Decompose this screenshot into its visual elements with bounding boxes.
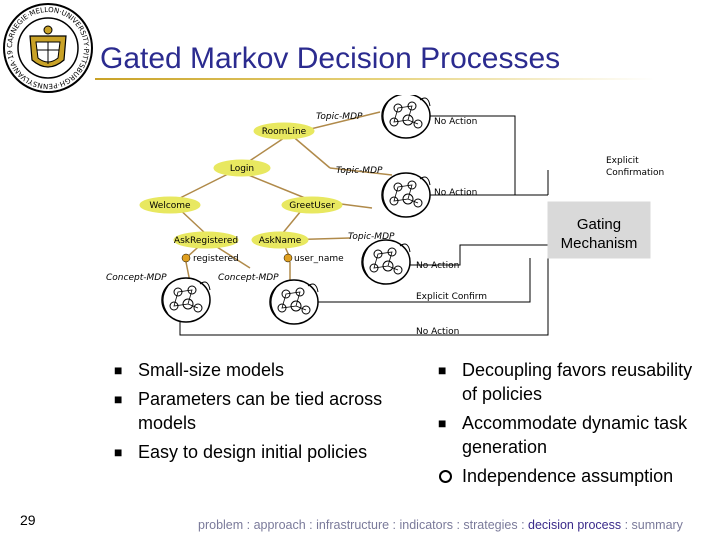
node-user-name: user_name [283,253,344,264]
svg-text:user_name: user_name [294,254,344,264]
no-action-label-1: No Action [434,117,477,127]
square-bullet-icon: ■ [438,362,447,378]
bullet-item: ■Parameters can be tied across models [114,389,383,433]
node-askregistered: AskRegistered [173,231,239,249]
bullet-item: ■Easy to design initial policies [114,442,368,462]
topic-mdp-diagram-3 [361,239,411,285]
node-roomline: RoomLine [253,122,315,140]
circle-bullet-icon [439,470,452,483]
concept-mdp-diagram-1 [161,277,211,323]
concept-mdp-label-2: Concept-MDP [218,273,279,283]
node-welcome: Welcome [139,196,201,214]
node-greetuser: GreetUser [281,196,343,214]
svg-text:Welcome: Welcome [149,201,191,211]
square-bullet-icon: ■ [438,415,447,431]
no-action-label-3: No Action [416,261,459,271]
node-login: Login [213,159,271,177]
footer-text-after: : summary [621,518,683,532]
node-askname: AskName [251,231,309,249]
svg-text:GreetUser: GreetUser [289,201,335,211]
explicit-confirmation-label-1: Explicit [606,156,639,166]
explicit-confirm-label: Explicit Confirm [416,292,487,302]
bullet-item: Independence assumption [438,464,708,488]
bullets-right: ■Decoupling favors reusability of polici… [438,358,708,488]
svg-text:registered: registered [193,254,239,264]
concept-mdp-label-1: Concept-MDP [106,273,167,283]
svg-text:AskRegistered: AskRegistered [174,236,238,246]
gating-flow [179,115,549,336]
gating-label-1: Gating [577,216,621,233]
bullets-left: ■Small-size models ■Parameters can be ti… [114,358,414,464]
footer-nav: problem : approach : infrastructure : in… [198,518,683,532]
concept-mdp-diagram-2 [269,279,319,325]
gating-mechanism-box [547,201,651,259]
topic-mdp-label-1: Topic-MDP [316,112,363,122]
svg-text:Login: Login [230,164,254,174]
node-registered: registered [181,253,239,264]
gated-mdp-diagram: Gating Mechanism Roo [106,95,664,337]
slide-title: Gated Markov Decision Processes [100,42,561,75]
gating-label-2: Mechanism [561,235,638,252]
svg-text:AskName: AskName [259,236,302,246]
bullet-item: ■Small-size models [114,360,285,380]
square-bullet-icon: ■ [114,444,123,460]
bullet-item: ■Accommodate dynamic task generation [438,413,688,457]
topic-mdp-label-3: Topic-MDP [348,232,395,242]
page-number: 29 [20,512,36,528]
square-bullet-icon: ■ [114,362,123,378]
bullet-item: ■Decoupling favors reusability of polici… [438,360,693,404]
topic-mdp-diagram-2 [381,172,431,218]
university-seal-logo: CARNEGIE·MELLON·UNIVERSITY·PITTSBURGH·PE… [2,2,93,93]
explicit-confirmation-label-2: Confirmation [606,168,664,178]
svg-text:RoomLine: RoomLine [262,127,307,137]
topic-mdp-label-2: Topic-MDP [336,166,383,176]
square-bullet-icon: ■ [114,391,123,407]
topic-mdp-diagram-1 [381,95,431,139]
title-underline [95,78,655,80]
no-action-label-2: No Action [434,188,477,198]
footer-current-section: decision process [528,518,622,532]
no-action-label-4: No Action [416,327,459,337]
footer-text-before: problem : approach : infrastructure : in… [198,518,529,532]
